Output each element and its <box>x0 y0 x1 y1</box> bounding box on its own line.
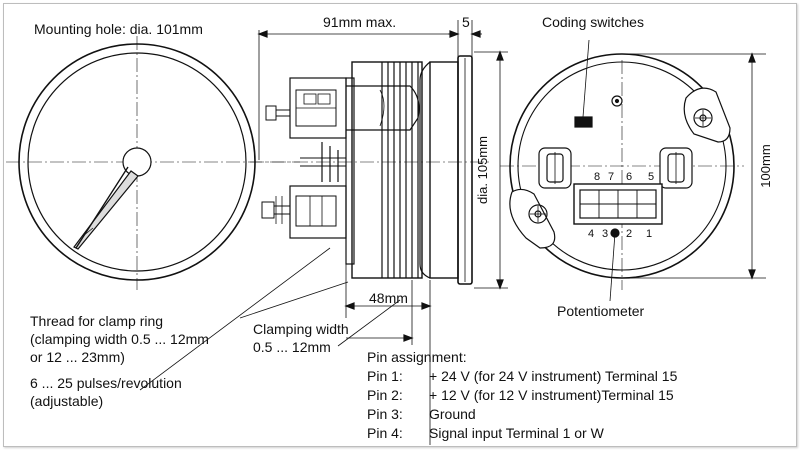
terminal-7: 7 <box>608 171 614 183</box>
pulses-label-line2: (adjustable) <box>30 393 104 409</box>
dia-105-label: dia. 105mm <box>475 136 490 204</box>
pulses-label-line1: 6 ... 25 pulses/revolution <box>30 375 182 391</box>
terminal-2: 2 <box>626 228 632 240</box>
pulses-leader <box>139 247 331 391</box>
pin-row: Pin 4: Signal input Terminal 1 or W <box>367 424 677 443</box>
coding-switches-label: Coding switches <box>542 14 644 30</box>
clamping-label-line2: 0.5 ... 12mm <box>253 339 331 355</box>
pin-row: Pin 2: + 12 V (for 12 V instrument)Termi… <box>367 386 677 405</box>
rear-view <box>500 39 766 302</box>
clamping-leader <box>337 299 401 347</box>
terminal-1: 1 <box>646 228 652 240</box>
coding-switch-block <box>574 116 593 128</box>
clamping-label-line1: Clamping width <box>253 321 349 337</box>
pin-description: Signal input Terminal 1 or W <box>429 425 604 441</box>
pin-description: + 24 V (for 24 V instrument) Terminal 15 <box>429 368 678 384</box>
front-view <box>6 36 300 290</box>
pin-label: Pin 3: <box>367 406 403 422</box>
terminal-3: 3 <box>602 228 608 240</box>
terminal-5: 5 <box>648 171 654 183</box>
pin-assignment: Pin assignment: Pin 1: + 24 V (for 24 V … <box>367 348 677 443</box>
pin-label: Pin 4: <box>367 425 403 441</box>
thread-leader <box>239 281 349 319</box>
pin-row: Pin 1: + 24 V (for 24 V instrument) Term… <box>367 367 677 386</box>
depth-48-label: 48mm <box>369 290 408 306</box>
thread-label-line3: or 12 ... 23mm) <box>30 349 125 365</box>
pin-assignment-title: Pin assignment: <box>367 349 467 365</box>
depth-max-label: 91mm max. <box>323 14 397 30</box>
pin-label: Pin 1: <box>367 368 403 384</box>
terminal-8: 8 <box>594 171 600 183</box>
pin-row: Pin 3: Ground <box>367 405 677 424</box>
terminal-6: 6 <box>626 171 632 183</box>
height-100-label: 100mm <box>758 144 773 187</box>
thread-label-line1: Thread for clamp ring <box>30 313 164 329</box>
pin-description: Ground <box>429 406 476 422</box>
thread-label-line2: (clamping width 0.5 ... 12mm <box>30 331 209 347</box>
potentiometer-label: Potentiometer <box>557 303 645 319</box>
flange-thickness-label: 5 <box>462 14 470 30</box>
mounting-hole-label: Mounting hole: dia. 101mm <box>34 21 203 37</box>
terminal-4: 4 <box>588 228 594 240</box>
pin-description: + 12 V (for 12 V instrument)Terminal 15 <box>429 387 674 403</box>
pin-label: Pin 2: <box>367 387 403 403</box>
side-view <box>139 20 508 445</box>
